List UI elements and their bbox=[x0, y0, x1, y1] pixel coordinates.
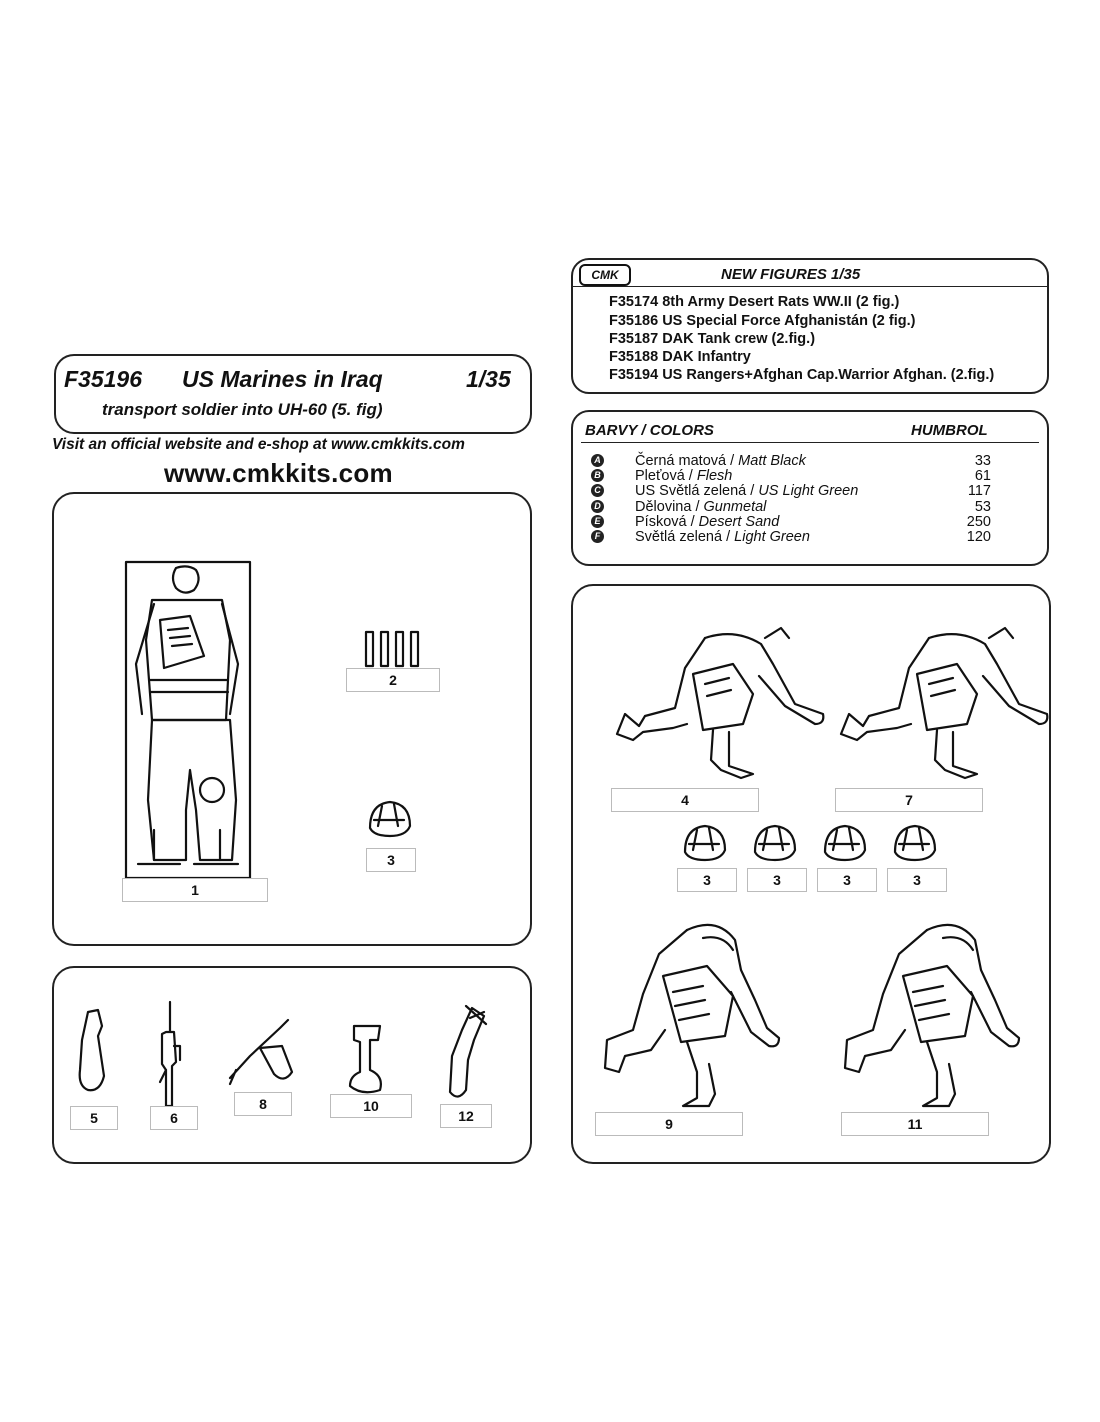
color-name-cz: Písková / bbox=[635, 514, 699, 530]
color-code-badge: A bbox=[591, 454, 604, 467]
color-row: C US Světlá zelená / US Light Green 117 bbox=[591, 484, 1029, 499]
humbrol-header: HUMBROL bbox=[911, 422, 988, 439]
part-label-9: 9 bbox=[595, 1112, 743, 1136]
torso-figure-illustration bbox=[124, 560, 252, 880]
color-name-en: Desert Sand bbox=[698, 514, 780, 530]
color-code-badge: D bbox=[591, 500, 604, 513]
color-row: B Pleťová / Flesh 61 bbox=[591, 469, 1029, 484]
rifle-illustration bbox=[158, 1000, 182, 1108]
humbrol-value: 117 bbox=[967, 483, 991, 499]
part-label-2: 2 bbox=[346, 668, 440, 692]
new-figures-header: NEW FIGURES 1/35 bbox=[721, 266, 861, 283]
color-name-en: Matt Black bbox=[738, 453, 806, 469]
color-code-badge: C bbox=[591, 484, 604, 497]
humbrol-value: 120 bbox=[966, 529, 991, 545]
kit-name: US Marines in Iraq bbox=[182, 366, 383, 392]
new-figures-box: CMK NEW FIGURES 1/35 F35174 8th Army Des… bbox=[571, 258, 1049, 394]
running-soldier-illustration bbox=[615, 626, 825, 780]
humbrol-value: 33 bbox=[974, 453, 991, 469]
part-label-3: 3 bbox=[677, 868, 737, 892]
color-name-cz: Černá matová / bbox=[635, 453, 739, 469]
part-label-10: 10 bbox=[330, 1094, 412, 1118]
part-label-8: 8 bbox=[234, 1092, 292, 1116]
humbrol-value: 250 bbox=[966, 514, 991, 530]
part-label-3: 3 bbox=[366, 848, 416, 872]
part-label-3: 3 bbox=[887, 868, 947, 892]
color-name-cz: Dělovina / bbox=[635, 499, 704, 515]
website-link[interactable]: www.cmkkits.com bbox=[164, 458, 393, 488]
marching-soldier-illustration bbox=[603, 923, 781, 1108]
arm-with-weapon-illustration bbox=[448, 1004, 488, 1098]
colors-box: BARVY / COLORS HUMBROL A Černá matová / … bbox=[571, 410, 1049, 566]
colors-divider bbox=[581, 442, 1039, 443]
cmk-logo: CMK bbox=[579, 264, 631, 286]
kit-subtitle: transport soldier into UH-60 (5. fig) bbox=[102, 400, 383, 419]
color-name-en: US Light Green bbox=[758, 483, 859, 499]
parts-panel-left: 1 2 3 bbox=[52, 492, 532, 946]
color-code-badge: F bbox=[591, 530, 604, 543]
header-divider bbox=[573, 286, 1047, 287]
new-figure-item: F35174 8th Army Desert Rats WW.II (2 fig… bbox=[609, 294, 900, 310]
humbrol-value: 53 bbox=[974, 499, 991, 515]
color-code-badge: B bbox=[591, 469, 604, 482]
kit-scale: 1/35 bbox=[466, 366, 511, 392]
color-name-cz: US Světlá zelená / bbox=[635, 483, 759, 499]
new-figure-item: F35188 DAK Infantry bbox=[609, 349, 751, 365]
humbrol-value: 61 bbox=[974, 468, 991, 484]
running-soldier-illustration bbox=[839, 626, 1049, 780]
part-label-7: 7 bbox=[835, 788, 983, 812]
ammo-pouches-illustration bbox=[364, 630, 420, 668]
hand-illustration bbox=[348, 1024, 382, 1094]
part-label-11: 11 bbox=[841, 1112, 989, 1136]
new-figure-item: F35187 DAK Tank crew (2.fig.) bbox=[609, 331, 816, 347]
color-name-en: Light Green bbox=[734, 529, 810, 545]
arm-illustration bbox=[78, 1008, 106, 1092]
arm-with-rifle-illustration bbox=[228, 1018, 294, 1086]
new-figure-item: F35186 US Special Force Afghanistán (2 f… bbox=[609, 313, 916, 329]
title-box: F35196 US Marines in Iraq 1/35 transport… bbox=[54, 354, 532, 434]
new-figure-item: F35194 US Rangers+Afghan Cap.Warrior Afg… bbox=[609, 367, 995, 383]
visit-text: Visit an official website and e-shop at … bbox=[52, 436, 465, 453]
part-label-4: 4 bbox=[611, 788, 759, 812]
part-label-12: 12 bbox=[440, 1104, 492, 1128]
helmet-illustration bbox=[368, 800, 412, 838]
color-name-cz: Světlá zelená / bbox=[635, 529, 735, 545]
color-name-en: Gunmetal bbox=[703, 499, 767, 515]
kit-code: F35196 bbox=[64, 366, 143, 392]
color-row: D Dělovina / Gunmetal 53 bbox=[591, 500, 1029, 515]
marching-soldier-illustration bbox=[843, 923, 1021, 1108]
colors-header: BARVY / COLORS bbox=[585, 422, 714, 439]
color-name-en: Flesh bbox=[696, 468, 733, 484]
color-code-badge: E bbox=[591, 515, 604, 528]
part-label-6: 6 bbox=[150, 1106, 198, 1130]
helmet-illustration bbox=[683, 824, 727, 862]
part-label-3: 3 bbox=[747, 868, 807, 892]
part-label-5: 5 bbox=[70, 1106, 118, 1130]
color-name-cz: Pleťová / bbox=[635, 468, 697, 484]
parts-panel-right: 4 7 3 3 3 3 9 11 bbox=[571, 584, 1051, 1164]
part-label-3: 3 bbox=[817, 868, 877, 892]
part-label-1: 1 bbox=[122, 878, 268, 902]
color-row: E Písková / Desert Sand 250 bbox=[591, 515, 1029, 530]
helmet-illustration bbox=[753, 824, 797, 862]
color-row: F Světlá zelená / Light Green 120 bbox=[591, 530, 1029, 545]
helmet-illustration bbox=[823, 824, 867, 862]
parts-panel-weapons: 5 6 8 10 12 bbox=[52, 966, 532, 1164]
color-row: A Černá matová / Matt Black 33 bbox=[591, 454, 1029, 469]
helmet-illustration bbox=[893, 824, 937, 862]
